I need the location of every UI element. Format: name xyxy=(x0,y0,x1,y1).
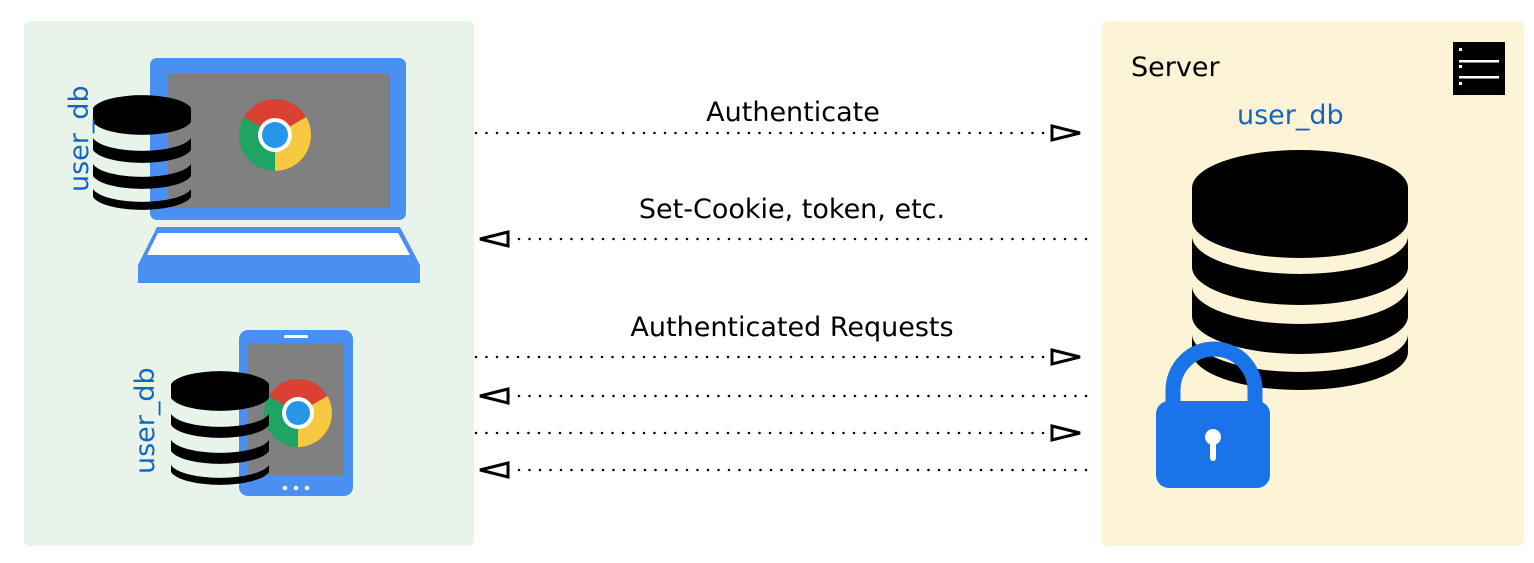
arrow-authenticated-requests xyxy=(474,348,1081,366)
arrow-label-authenticated-requests: Authenticated Requests xyxy=(630,312,954,343)
database-icon xyxy=(1192,150,1408,390)
arrow-label-set-cookie: Set-Cookie, token, etc. xyxy=(638,194,946,225)
arrow-set-cookie xyxy=(479,230,1088,248)
arrows xyxy=(474,124,1088,479)
database-icon xyxy=(171,371,269,485)
arrow-authenticate xyxy=(474,124,1081,142)
arrow-response-1 xyxy=(479,387,1088,405)
chrome-icon xyxy=(238,99,312,172)
phone-db-label: user_db xyxy=(130,367,161,474)
arrow-request-2 xyxy=(474,424,1081,442)
chrome-icon xyxy=(264,379,332,447)
server-title: Server xyxy=(1131,52,1220,83)
lock-icon xyxy=(1156,341,1270,488)
server-db-label: user_db xyxy=(1237,100,1344,131)
arrow-label-authenticate: Authenticate xyxy=(706,97,880,128)
laptop-db-label: user_db xyxy=(64,85,95,192)
server-rack-icon xyxy=(1453,42,1505,95)
database-icon xyxy=(93,95,191,210)
arrow-response-2 xyxy=(479,461,1088,479)
